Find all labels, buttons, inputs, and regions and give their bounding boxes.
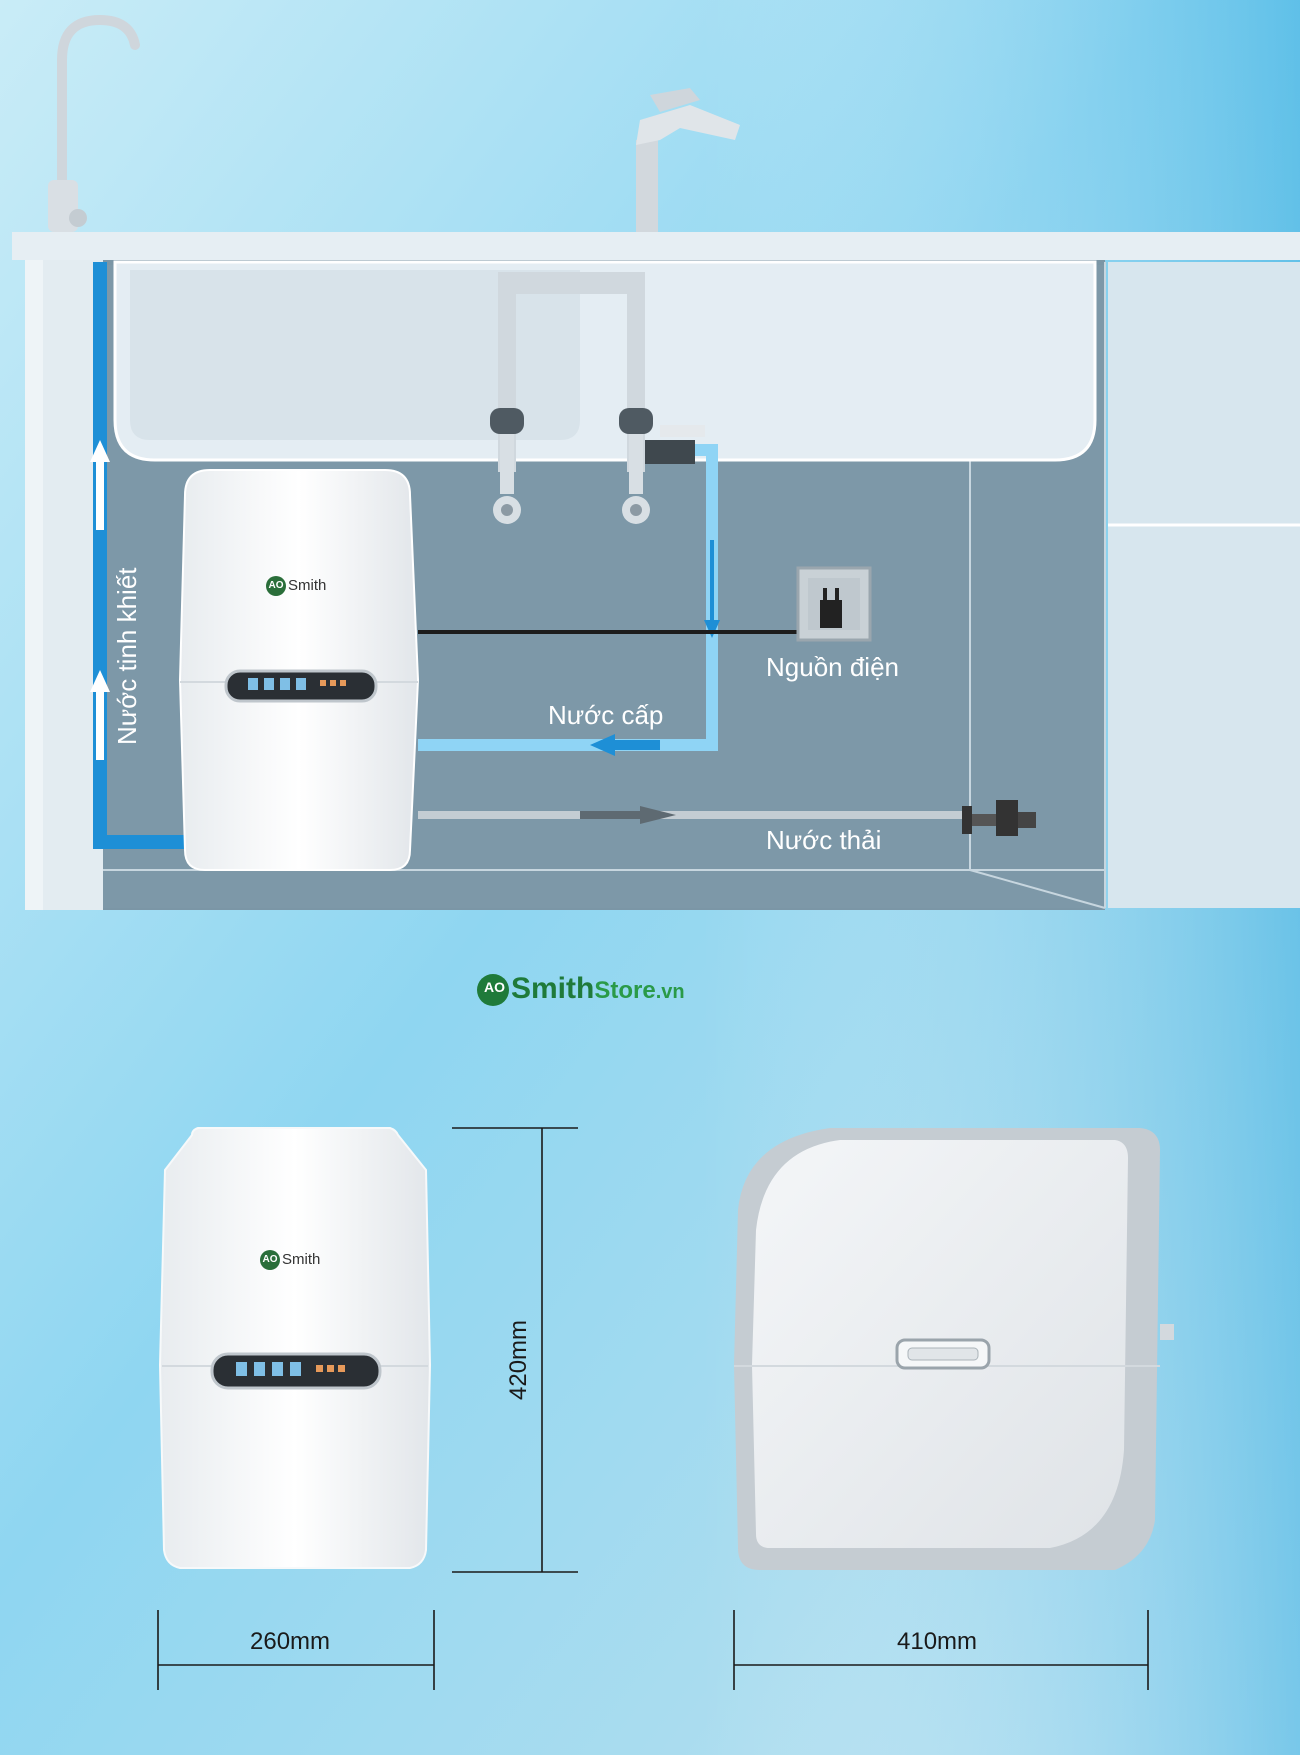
power-cable bbox=[418, 566, 872, 642]
depth-dimension-label: 410mm bbox=[897, 1628, 978, 1655]
supply-water-label: Nước cấp bbox=[548, 700, 664, 730]
dimension-lines bbox=[157, 1127, 1149, 1690]
front-logo-mark: AO bbox=[260, 1250, 280, 1270]
unit-logo-mark: AO bbox=[266, 576, 286, 596]
countertop bbox=[12, 232, 1300, 260]
supply-water-pipe bbox=[418, 444, 720, 756]
waste-water-pipe bbox=[418, 800, 1036, 836]
pure-water-label: Nước tinh khiết bbox=[112, 567, 142, 745]
front-logo-text: Smith bbox=[282, 1250, 321, 1268]
product-side-view bbox=[734, 1128, 1174, 1570]
product-front-view bbox=[158, 1127, 432, 1569]
pure-water-pipe bbox=[90, 262, 185, 849]
store-logo-tld: .vn bbox=[655, 981, 685, 1003]
power-label: Nguồn điện bbox=[766, 652, 899, 682]
sink-drain-pipes bbox=[490, 272, 705, 524]
purifier-unit-installed bbox=[178, 469, 420, 871]
store-logo-ao: AO bbox=[484, 979, 505, 995]
cabinet-interior bbox=[25, 260, 1300, 910]
store-logo-store: Store bbox=[594, 977, 656, 1004]
waste-water-label: Nước thải bbox=[766, 825, 882, 855]
kitchen-faucet bbox=[636, 88, 740, 232]
store-logo: AO SmithStore.vn bbox=[482, 972, 685, 1006]
pure-water-faucet bbox=[48, 14, 140, 232]
width-dimension-label: 260mm bbox=[250, 1628, 331, 1655]
unit-logo-text: Smith bbox=[288, 576, 327, 594]
store-logo-smith: Smith bbox=[511, 972, 595, 1005]
height-dimension-label: 420mm bbox=[505, 1319, 532, 1400]
store-logo-mark bbox=[477, 974, 509, 1006]
